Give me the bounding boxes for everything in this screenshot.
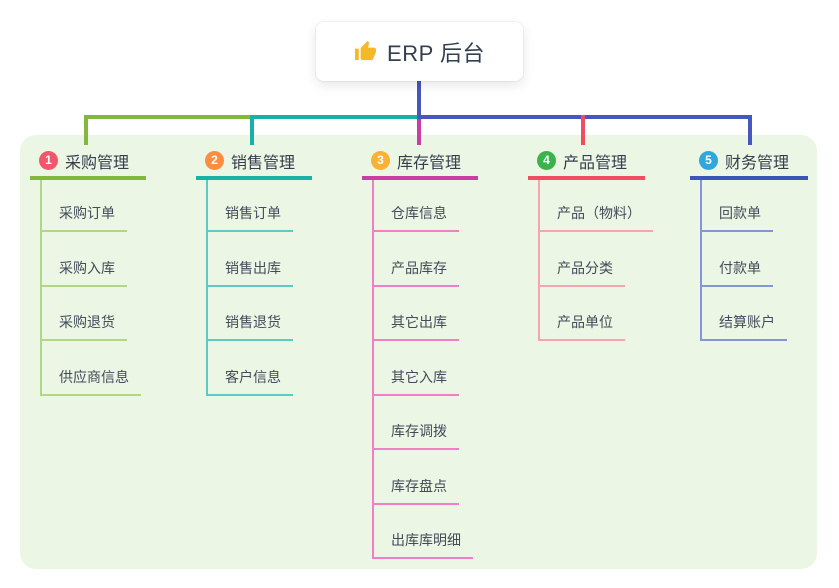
branch-item-label[interactable]: 结算账户 (702, 312, 787, 341)
branch-number-badge: 1 (39, 151, 58, 170)
branch-item-label[interactable]: 其它出库 (374, 312, 459, 341)
branch-item: 其它出库 (374, 287, 473, 341)
branch-item-label[interactable]: 库存盘点 (374, 476, 459, 505)
branch-header[interactable]: 3 库存管理 (362, 145, 478, 180)
branch-item-label[interactable]: 仓库信息 (374, 203, 459, 232)
branch-number-badge: 2 (205, 151, 224, 170)
branch-label: 财务管理 (725, 154, 790, 172)
branch-item-label[interactable]: 产品库存 (374, 258, 459, 287)
branch-number-badge: 4 (537, 151, 556, 170)
branch-item-label[interactable]: 产品单位 (540, 312, 625, 341)
branch-header[interactable]: 4 产品管理 (528, 145, 645, 180)
connector-line (417, 81, 421, 115)
branch-items: 仓库信息 产品库存 其它出库 其它入库 库存调拨 库存盘点 出库库明细 (372, 180, 473, 559)
branch-item: 回款单 (702, 180, 787, 232)
connector-line (748, 115, 752, 145)
branch-item: 销售退货 (208, 287, 293, 341)
branch-item: 产品单位 (540, 287, 653, 341)
branch-item: 仓库信息 (374, 180, 473, 232)
root-node[interactable]: ERP 后台 (316, 22, 523, 81)
branch-item: 客户信息 (208, 341, 293, 396)
branch-item: 采购退货 (42, 287, 141, 341)
branch-number-badge: 5 (699, 151, 718, 170)
branch-items: 销售订单 销售出库 销售退货 客户信息 (206, 180, 293, 396)
branch: 4 产品管理 产品（物料） 产品分类 产品单位 (528, 145, 653, 341)
connector-line (417, 119, 421, 145)
branch-item: 付款单 (702, 232, 787, 287)
branch-item-label[interactable]: 客户信息 (208, 367, 293, 396)
branch-items: 回款单 付款单 结算账户 (700, 180, 787, 341)
branch-item-label[interactable]: 出库库明细 (374, 530, 473, 559)
branch-item: 库存调拨 (374, 396, 473, 450)
branch-item-label[interactable]: 其它入库 (374, 367, 459, 396)
branch: 3 库存管理 仓库信息 产品库存 其它出库 其它入库 库存调拨 库存盘点 出库库… (362, 145, 478, 559)
branch-item-label[interactable]: 付款单 (702, 258, 773, 287)
branch: 5 财务管理 回款单 付款单 结算账户 (690, 145, 808, 341)
branch-items: 产品（物料） 产品分类 产品单位 (538, 180, 653, 341)
branch-item-label[interactable]: 产品（物料） (540, 203, 653, 232)
branch: 2 销售管理 销售订单 销售出库 销售退货 客户信息 (196, 145, 312, 396)
branch-header[interactable]: 1 采购管理 (30, 145, 146, 180)
connector-line (581, 115, 585, 145)
branch-item: 采购订单 (42, 180, 141, 232)
branch-item-label[interactable]: 采购退货 (42, 312, 127, 341)
branch-item-label[interactable]: 供应商信息 (42, 367, 141, 396)
thumbs-up-icon (354, 40, 377, 63)
branch-label: 采购管理 (65, 154, 130, 172)
branch-header[interactable]: 2 销售管理 (196, 145, 312, 180)
branch-item-label[interactable]: 销售出库 (208, 258, 293, 287)
branch-label: 产品管理 (563, 154, 628, 172)
branch-item: 供应商信息 (42, 341, 141, 396)
connector-line (84, 115, 254, 119)
branch-item-label[interactable]: 回款单 (702, 203, 773, 232)
branch-item: 产品库存 (374, 232, 473, 287)
branch-header[interactable]: 5 财务管理 (690, 145, 808, 180)
connector-line (84, 115, 88, 145)
branch-item: 采购入库 (42, 232, 141, 287)
connector-line (250, 115, 254, 145)
branch-item-label[interactable]: 销售订单 (208, 203, 293, 232)
branch-label: 销售管理 (231, 154, 296, 172)
connector-line (250, 115, 417, 119)
branch-item-label[interactable]: 库存调拨 (374, 421, 459, 450)
branch-item: 销售出库 (208, 232, 293, 287)
branch-item: 库存盘点 (374, 450, 473, 505)
root-title: ERP 后台 (387, 40, 485, 66)
branch-item: 其它入库 (374, 341, 473, 396)
branch-items: 采购订单 采购入库 采购退货 供应商信息 (40, 180, 141, 396)
branch-item-label[interactable]: 产品分类 (540, 258, 625, 287)
branch-item: 销售订单 (208, 180, 293, 232)
branch: 1 采购管理 采购订单 采购入库 采购退货 供应商信息 (30, 145, 146, 396)
branch-item-label[interactable]: 采购入库 (42, 258, 127, 287)
branch-item-label[interactable]: 销售退货 (208, 312, 293, 341)
branch-item: 结算账户 (702, 287, 787, 341)
branch-label: 库存管理 (397, 154, 462, 172)
branch-item-label[interactable]: 采购订单 (42, 203, 127, 232)
branch-item: 出库库明细 (374, 505, 473, 559)
branch-item: 产品分类 (540, 232, 653, 287)
branch-item: 产品（物料） (540, 180, 653, 232)
branches-panel (20, 135, 817, 569)
branch-number-badge: 3 (371, 151, 390, 170)
